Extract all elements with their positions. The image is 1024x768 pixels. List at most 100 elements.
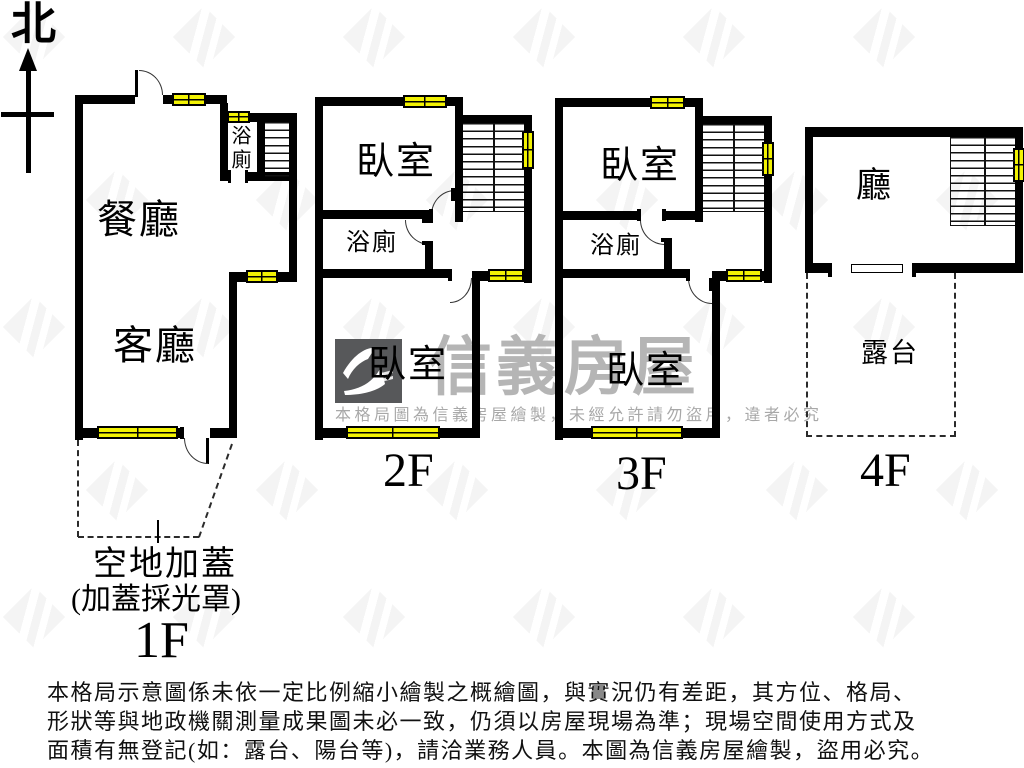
disclaimer-line-3: 面積有無登記(如：露台、陽台等)，請洽業務人員。本圖為信義房屋繪製，盜用必究。 <box>47 738 935 763</box>
sinyi-logo-icon <box>335 339 402 403</box>
room-label-hall-4f: 廳 <box>856 166 894 205</box>
stairs-midline <box>493 123 495 211</box>
window <box>488 269 524 282</box>
window <box>97 426 178 439</box>
door-jamb <box>180 427 184 439</box>
dashed-terrace-left <box>806 273 808 437</box>
wall <box>472 271 480 438</box>
door-jamb <box>422 241 433 245</box>
wall <box>712 271 720 438</box>
annex-label-line1: 空地加蓋 <box>93 546 237 583</box>
door-jamb <box>686 269 690 281</box>
floor-label-1f: 1F <box>134 612 189 669</box>
disclaimer-line-1: 本格局示意圖係未依一定比例縮小繪製之概繪圖，與實況仍有差距，其方位、格局、 <box>47 680 917 705</box>
stairs <box>265 122 289 179</box>
floor-label-4f: 4F <box>860 444 911 497</box>
wall <box>1015 127 1023 273</box>
window <box>650 96 685 109</box>
door-jamb <box>429 209 433 220</box>
window <box>591 426 683 439</box>
wall <box>455 97 463 222</box>
door-jamb <box>661 238 672 242</box>
door-leaf <box>451 188 455 201</box>
window <box>246 270 278 283</box>
dashed-annex-bottom <box>78 536 199 538</box>
wall <box>805 127 813 273</box>
wall <box>289 113 297 282</box>
door-arc <box>450 278 472 303</box>
wall <box>315 97 323 440</box>
room-label-bedroom-2f-upper: 臥室 <box>356 141 437 183</box>
room-label-bath-2f: 浴廁 <box>346 230 398 256</box>
door-jamb <box>662 209 666 221</box>
door-arc <box>139 70 163 95</box>
wall <box>220 172 230 181</box>
room-label-bath-3f: 浴廁 <box>590 233 642 259</box>
compass-arrow-shaft <box>26 68 31 173</box>
room-label-bedroom-2f-lower: 臥室 <box>368 344 449 386</box>
door-jamb <box>912 263 916 277</box>
wall <box>561 211 640 220</box>
room-label-dining: 餐廳 <box>97 197 181 242</box>
door-jamb <box>245 170 248 183</box>
floor-label-3f: 3F <box>616 447 667 500</box>
wall <box>210 428 237 438</box>
room-label-bedroom-3f-lower: 臥室 <box>606 350 687 392</box>
wall <box>455 115 532 123</box>
wall <box>75 95 83 440</box>
door-jamb <box>228 170 231 183</box>
wall <box>695 116 772 124</box>
room-label-bath-1f: 浴廁 <box>228 125 250 173</box>
wall <box>257 122 265 173</box>
wall <box>315 269 450 278</box>
wall <box>220 103 228 180</box>
room-label-terrace: 露台 <box>861 338 919 368</box>
room-label-living: 客廳 <box>113 323 197 368</box>
wall <box>555 269 688 278</box>
disclaimer-line-2: 形狀等與地政機關測量成果圖未必一致，仍須以房屋現場為準；現場空間使用方式及 <box>47 709 917 734</box>
window <box>403 95 447 108</box>
compass-arrow-icon <box>19 48 37 71</box>
brand-notice: 本格局圖為信義房屋繪製，未經允許請勿盜用，違者必究 <box>335 407 823 424</box>
door-jamb <box>828 263 832 277</box>
stairs-midline <box>984 137 986 225</box>
floor-label-2f: 2F <box>383 444 434 497</box>
door-jamb <box>422 219 433 223</box>
dashed-terrace-bottom <box>806 435 956 437</box>
dashed-terrace-right <box>954 273 956 437</box>
wall <box>323 210 433 219</box>
window <box>227 111 250 123</box>
wall <box>805 127 1023 137</box>
window <box>346 426 440 439</box>
door-jamb <box>448 269 452 281</box>
wall <box>664 242 672 277</box>
compass-north-label: 北 <box>11 0 57 49</box>
door-arc <box>184 438 208 464</box>
room-label-bedroom-3f-upper: 臥室 <box>600 145 681 187</box>
wall <box>524 115 532 283</box>
annex-label-line2: (加蓋採光罩) <box>71 583 241 616</box>
stairs <box>703 124 764 212</box>
sliding-door <box>851 264 903 273</box>
wall <box>315 97 463 106</box>
door-jamb <box>637 209 641 221</box>
wall <box>915 263 1023 273</box>
wall <box>220 113 297 122</box>
stairs <box>463 123 524 212</box>
wall <box>425 245 433 276</box>
compass-crossbar <box>1 112 54 117</box>
door-leaf <box>135 70 138 97</box>
door-leaf <box>709 278 713 291</box>
wall <box>665 211 695 220</box>
wall <box>695 98 703 222</box>
window <box>172 93 206 106</box>
window <box>726 269 762 282</box>
stairs-midline <box>733 124 735 211</box>
wall <box>229 272 237 438</box>
wall <box>75 95 135 104</box>
annex-tick <box>157 520 159 543</box>
stairs <box>950 137 1015 226</box>
wall <box>805 263 830 273</box>
